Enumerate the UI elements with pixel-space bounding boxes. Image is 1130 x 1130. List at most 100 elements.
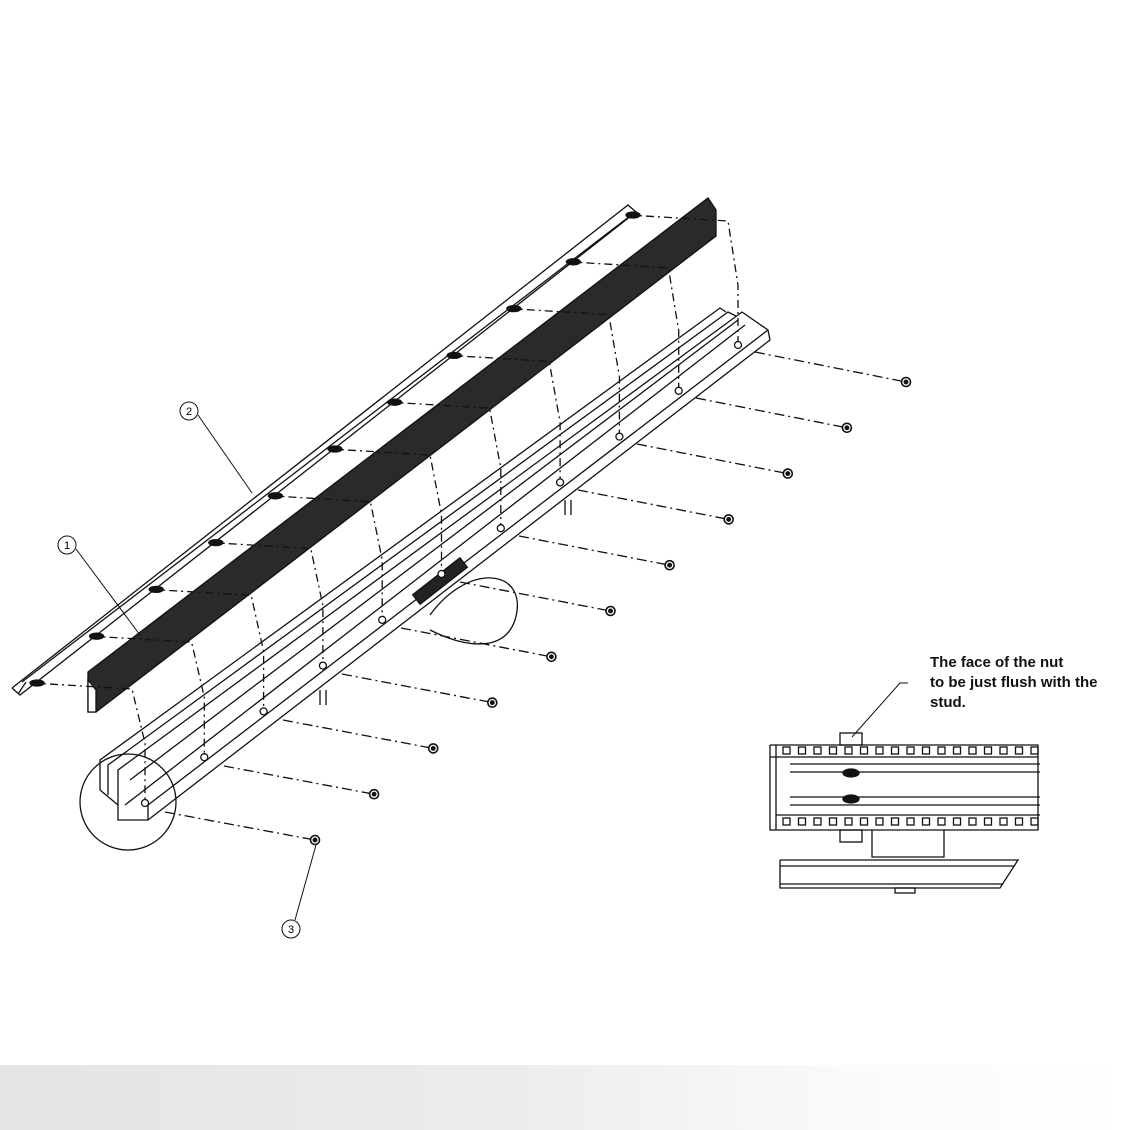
stud-hole xyxy=(259,707,268,716)
callout-2 xyxy=(179,401,253,494)
rail-tooth xyxy=(828,817,838,826)
dashed-center-line xyxy=(329,448,443,574)
dashed-center-line xyxy=(389,401,502,529)
stud-hole xyxy=(496,524,505,533)
stud-hole xyxy=(318,661,328,670)
rail-tooth xyxy=(813,817,822,826)
strip-tab xyxy=(327,445,343,453)
strip-tab xyxy=(625,211,641,219)
strip-tab xyxy=(386,398,403,406)
rail-tooth xyxy=(983,746,993,755)
nut-bore xyxy=(548,654,554,660)
strip-tab xyxy=(88,632,105,640)
nut-bore xyxy=(489,700,495,706)
nut-bore xyxy=(312,837,318,843)
rail-tooth xyxy=(983,817,993,826)
dashed-center-line xyxy=(754,351,907,383)
detail-note: The face of the nut to be just flush wit… xyxy=(930,653,1098,713)
dashed-center-line xyxy=(31,682,146,803)
rail-tooth xyxy=(952,746,962,755)
rail-tooth xyxy=(1014,817,1024,826)
callout-1 xyxy=(57,535,141,636)
detail-circle xyxy=(79,753,177,851)
rail-tooth xyxy=(844,746,853,755)
strip-tab xyxy=(565,258,582,266)
dashed-center-line xyxy=(449,354,561,483)
strip-tab xyxy=(446,351,462,360)
detail-view xyxy=(769,682,1040,894)
dashed-center-line xyxy=(270,495,383,620)
rail-tooth xyxy=(875,746,884,755)
nut-bore xyxy=(667,562,673,568)
detail-note-line: to be just flush with the xyxy=(930,674,1098,691)
rail-tooth xyxy=(797,746,807,755)
dashed-center-line xyxy=(636,443,788,475)
center-bracket xyxy=(319,500,572,705)
strip-tab xyxy=(29,679,45,687)
rail-tooth xyxy=(828,746,838,755)
dashed-center-line xyxy=(568,261,680,391)
strip-tab xyxy=(267,492,284,500)
rail-tooth xyxy=(844,817,853,826)
stud-hole xyxy=(555,478,565,487)
rail-tooth xyxy=(921,817,931,826)
stud-hole xyxy=(378,615,387,624)
stud-hole xyxy=(615,432,624,441)
rail-tooth xyxy=(782,746,791,755)
stud-hole xyxy=(437,569,446,579)
rail-tooth xyxy=(906,817,915,826)
callout-3-label: 3 xyxy=(288,924,294,936)
rail-tooth xyxy=(890,746,900,755)
dashed-center-line xyxy=(210,541,324,666)
rail-tooth xyxy=(937,746,946,755)
rail-tooth xyxy=(1014,746,1024,755)
detail-note-line: stud. xyxy=(930,694,966,711)
rail-tooth xyxy=(813,746,822,755)
strip-tab xyxy=(208,538,224,547)
stud-hole xyxy=(140,798,150,808)
rail-tooth xyxy=(968,746,977,755)
rail-tooth xyxy=(859,817,869,826)
dashed-center-line xyxy=(627,214,739,345)
dashed-center-line xyxy=(223,765,375,795)
nut-bore xyxy=(726,516,732,522)
dashed-center-line xyxy=(282,719,434,750)
rail-tooth xyxy=(1030,746,1039,755)
dashed-center-line xyxy=(508,307,621,437)
stud-hole xyxy=(733,340,743,350)
bottom-shadow xyxy=(0,1065,1130,1130)
dashed-center-line xyxy=(400,627,552,658)
dashed-center-line xyxy=(577,489,729,521)
rail-tooth xyxy=(999,817,1008,826)
strip-tab xyxy=(506,304,522,313)
nut-bore xyxy=(430,745,436,751)
dashed-center-line xyxy=(164,811,316,841)
callout-3 xyxy=(281,844,317,939)
rail-tooth xyxy=(906,746,915,755)
rail-tooth xyxy=(952,817,962,826)
rail-tooth xyxy=(968,817,977,826)
brush-strip xyxy=(87,197,717,713)
nut-bore xyxy=(371,791,377,797)
stud-hole xyxy=(674,386,683,395)
callout-2-label: 2 xyxy=(186,406,192,418)
rail-tooth xyxy=(921,746,931,755)
rail-tooth xyxy=(859,746,869,755)
stud-hole xyxy=(200,753,209,762)
rail-tooth xyxy=(890,817,900,826)
nut-bore xyxy=(785,471,791,477)
detail-note-line: The face of the nut xyxy=(930,654,1064,671)
nut-bore xyxy=(608,608,613,614)
dashed-center-line xyxy=(518,535,670,566)
retainer-strip xyxy=(11,204,638,696)
rail-tooth xyxy=(999,746,1008,755)
nut-bore xyxy=(903,379,909,385)
dashed-center-line xyxy=(151,588,265,712)
rail-tooth xyxy=(1030,817,1039,826)
dashed-center-line xyxy=(341,673,493,704)
strip-tab xyxy=(148,585,164,594)
nut-bore xyxy=(844,425,850,431)
rail-tooth xyxy=(937,817,946,826)
dashed-center-line xyxy=(695,397,848,429)
